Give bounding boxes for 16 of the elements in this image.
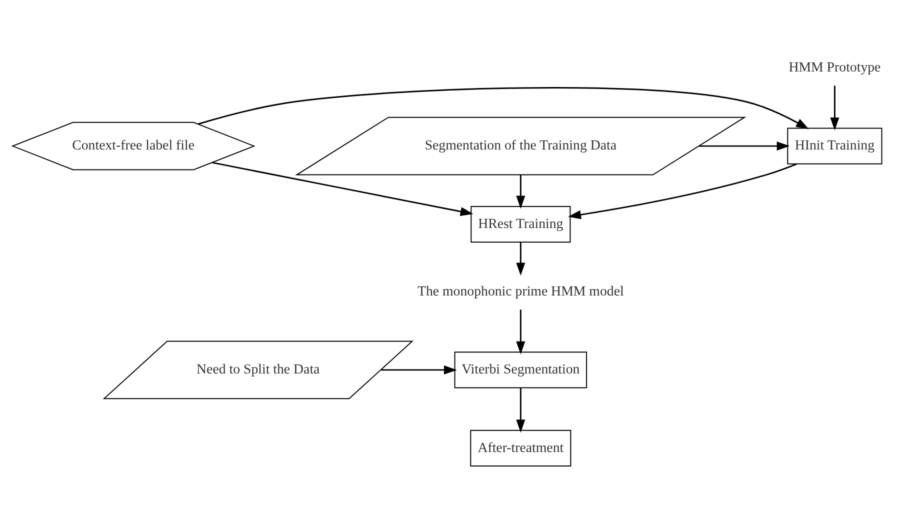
arrow (516, 242, 526, 276)
node-text: The monophonic prime HMM model (418, 282, 624, 298)
node-box: HInit Training (787, 127, 882, 164)
arrow (516, 387, 526, 432)
arrow (516, 174, 526, 208)
arrow (198, 86, 809, 129)
node-box: After-treatment (470, 429, 572, 466)
node-text: HMM Prototype (788, 58, 881, 74)
node-box: Viterbi Segmentation (454, 351, 588, 388)
arrow (698, 141, 790, 150)
node-box: HRest Training (470, 206, 571, 242)
arrow (568, 162, 798, 219)
arrow (212, 161, 474, 216)
arrow (830, 85, 840, 130)
arrow (380, 364, 457, 374)
arrow (516, 309, 526, 354)
